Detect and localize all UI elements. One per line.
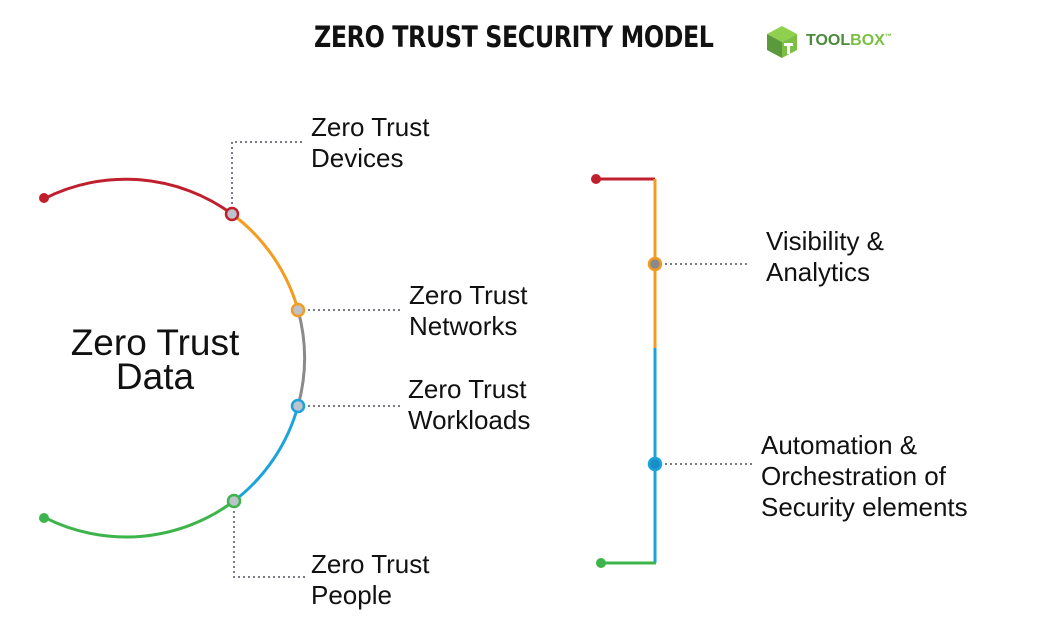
connector-devices (231, 141, 305, 214)
logo-wordmark: TOOLBOX™ (806, 32, 892, 49)
arc-segment-green (43, 499, 235, 539)
arc-segment-orange (231, 212, 300, 311)
node-networks (290, 302, 306, 318)
center-label-data: Zero Trust Data (70, 322, 240, 397)
arc-segment-gray (296, 309, 306, 407)
arc-end-dot-red (39, 193, 49, 203)
label-networks: Zero Trust Networks (409, 280, 528, 341)
node-visibility (647, 256, 663, 272)
label-devices: Zero Trust Devices (311, 112, 430, 173)
arc-segment-blue (233, 405, 300, 503)
cube-logo-icon (767, 26, 797, 58)
label-workloads: Zero Trust Workloads (408, 374, 531, 435)
node-workloads (290, 398, 306, 414)
bracket-end-dot-red (591, 174, 601, 184)
node-devices (224, 206, 240, 222)
toolbox-logo: TOOLBOX™ (764, 24, 914, 64)
page-title: ZERO TRUST SECURITY MODEL (314, 20, 714, 54)
node-people (226, 493, 242, 509)
label-people: Zero Trust People (311, 549, 430, 610)
connector-people (233, 501, 305, 578)
arc-segment-red (43, 177, 233, 216)
label-automation: Automation & Orchestration of Security e… (761, 430, 968, 522)
bracket-end-dot-green (596, 558, 606, 568)
arc-end-dot-green (39, 513, 49, 523)
node-automation (647, 456, 663, 472)
label-visibility: Visibility & Analytics (766, 226, 885, 287)
